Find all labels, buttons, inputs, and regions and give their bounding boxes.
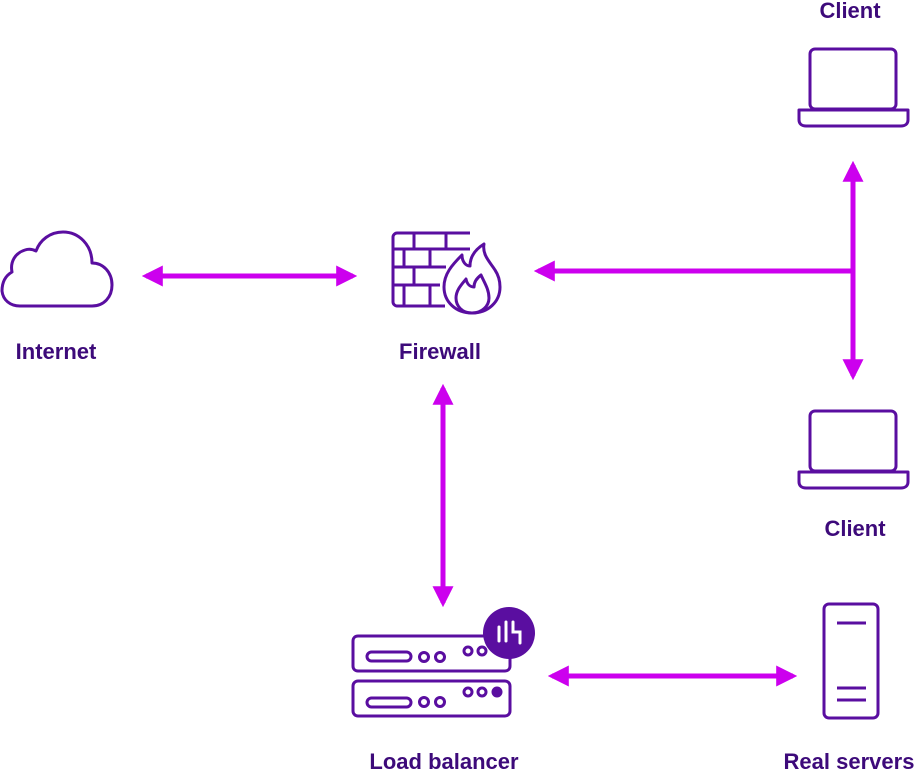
- laptop-icon-top: [797, 47, 910, 128]
- firewall-label: Firewall: [399, 339, 481, 364]
- load-balancer-icon: [351, 634, 512, 718]
- server-icon: [822, 602, 880, 720]
- firewall-icon: [391, 231, 502, 315]
- client-bottom-label: Client: [824, 516, 886, 541]
- load-balancer-label: Load balancer: [369, 749, 519, 774]
- client-top-label: Client: [819, 0, 881, 23]
- laptop-icon-bottom: [797, 409, 910, 490]
- load-balancer-badge: [483, 607, 535, 659]
- real-servers-label: Real servers: [783, 749, 915, 774]
- internet-label: Internet: [15, 339, 97, 364]
- cloud-icon: [0, 230, 114, 308]
- connectors: [141, 160, 864, 687]
